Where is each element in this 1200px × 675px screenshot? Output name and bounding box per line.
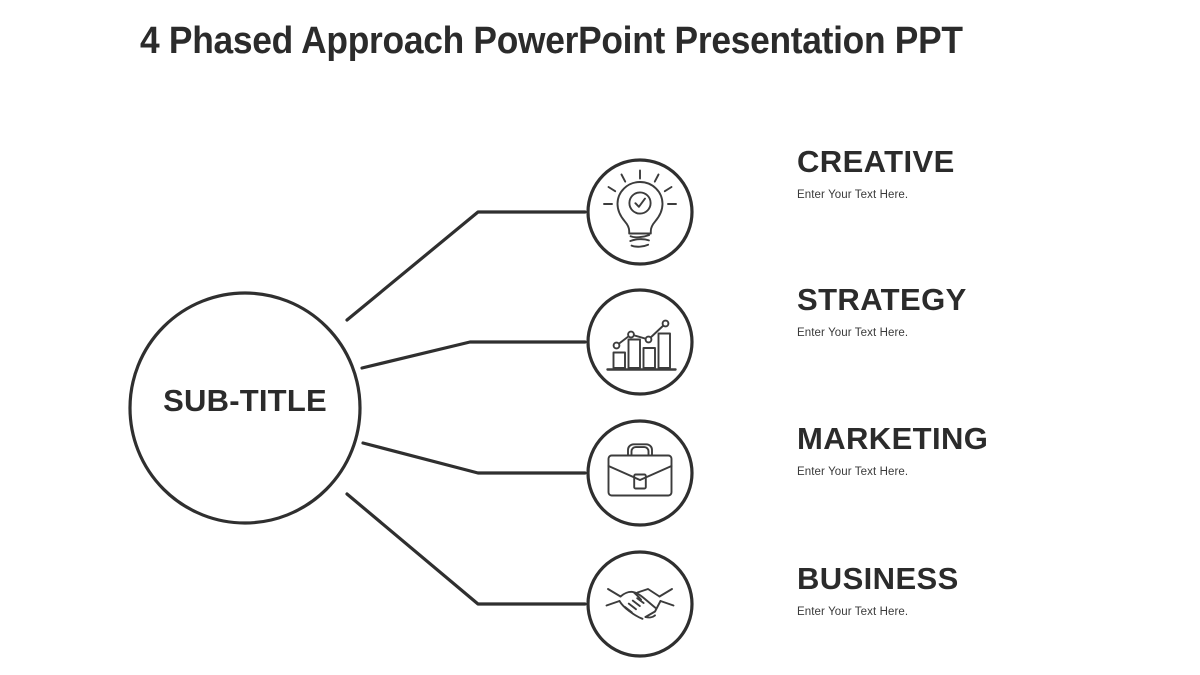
item-block-business: BUSINESS Enter Your Text Here. (797, 563, 1137, 619)
item-heading-business: BUSINESS (797, 561, 959, 596)
item-block-creative: CREATIVE Enter Your Text Here. (797, 146, 1137, 202)
item-block-marketing: MARKETING Enter Your Text Here. (797, 423, 1137, 479)
connector-line-handshake (345, 492, 587, 606)
bar-chart-growth-icon (606, 319, 677, 371)
item-heading-strategy: STRATEGY (797, 282, 967, 317)
item-body-creative: Enter Your Text Here. (797, 189, 909, 201)
item-body-business: Enter Your Text Here. (797, 606, 909, 618)
item-block-strategy: STRATEGY Enter Your Text Here. (797, 284, 1137, 340)
icon-circle-marketing[interactable] (586, 419, 694, 527)
hub-circle[interactable] (128, 291, 362, 525)
page-title: 4 Phased Approach PowerPoint Presentatio… (140, 20, 963, 62)
item-heading-creative: CREATIVE (797, 144, 955, 179)
icon-circle-business[interactable] (586, 550, 694, 658)
connector-line-strategy (360, 340, 587, 370)
connector-line-creative (345, 210, 587, 322)
briefcase-icon (607, 443, 673, 497)
item-heading-marketing: MARKETING (797, 421, 989, 456)
connector-line-marketing (361, 441, 587, 475)
item-body-strategy: Enter Your Text Here. (797, 327, 909, 339)
icon-circle-creative[interactable] (586, 158, 694, 266)
handshake-icon (605, 588, 675, 620)
lightbulb-check-icon (603, 169, 677, 248)
item-body-marketing: Enter Your Text Here. (797, 466, 909, 478)
icon-circle-strategy[interactable] (586, 288, 694, 396)
